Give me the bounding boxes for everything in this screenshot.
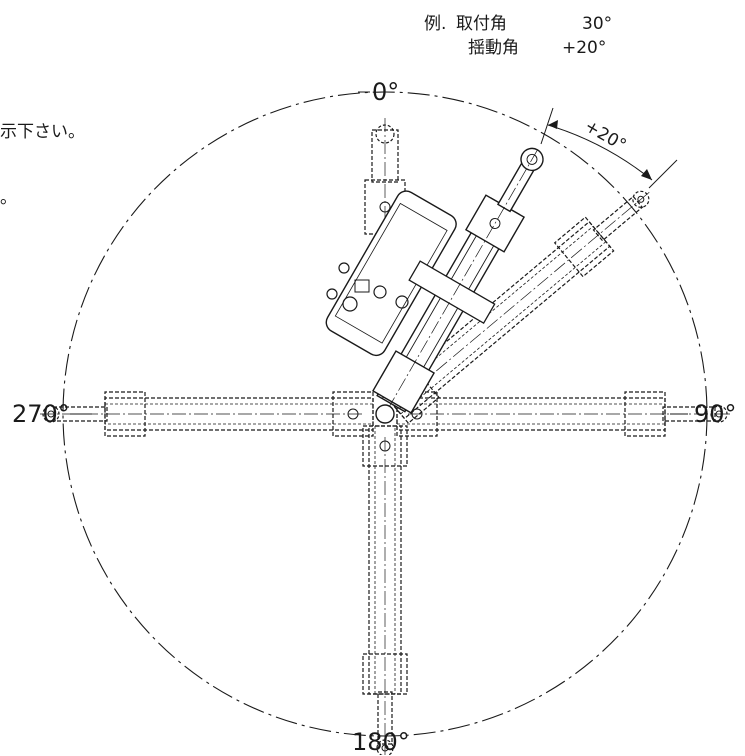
angle-label-90: 90° [694,400,737,428]
angle-label-270: 270° [12,400,70,428]
note-line-1: 示下さい。 [0,122,85,142]
cylinder-30-deg [325,147,544,414]
angle-label-0: 0° [372,78,400,106]
pivot-point [375,404,395,424]
swing-angle-label: 揺動角 [468,38,519,58]
example-prefix: 例. [424,14,447,34]
swing-angle-value: +20° [562,38,607,58]
swing-angle-dimension [540,107,678,189]
cylinder-180-deg [362,425,408,755]
note-line-2: 。 [0,188,17,208]
mount-angle-label: 取付角 [456,14,507,34]
angle-label-180: 180° [352,728,410,756]
mount-angle-value: 30° [582,14,613,34]
switch-cluster [326,262,409,312]
